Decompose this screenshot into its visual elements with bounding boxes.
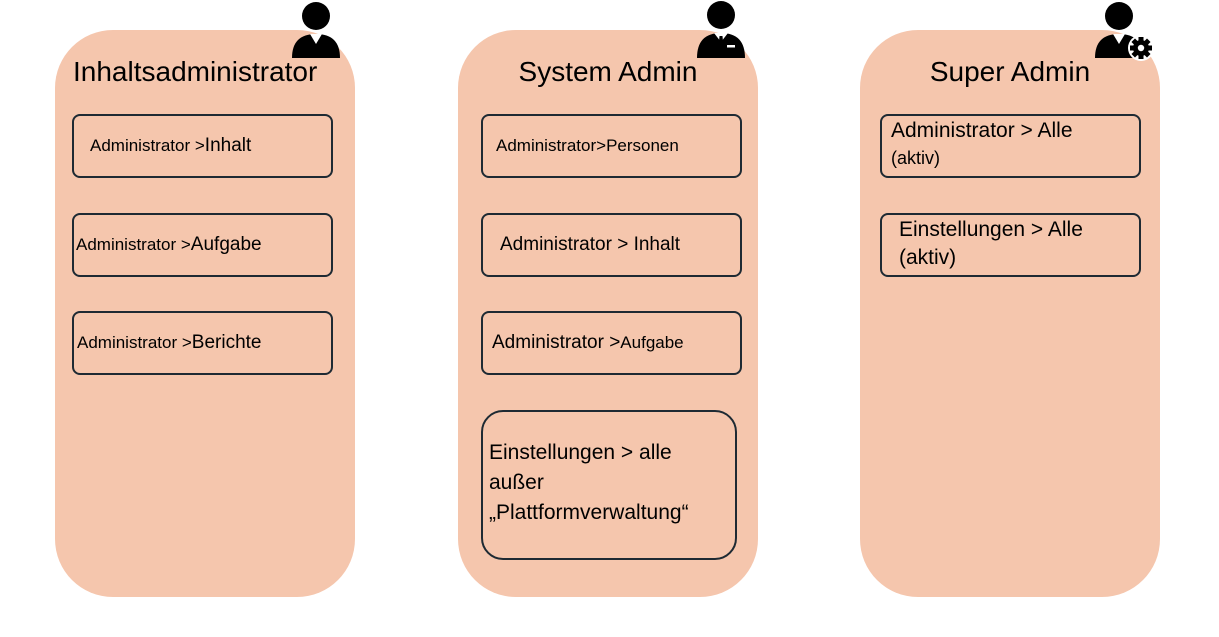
user-gear-icon (1095, 2, 1154, 61)
permission-line: Einstellungen > Alle (899, 218, 1083, 241)
permission-target: Berichte (191, 332, 262, 354)
role-title: System Admin (518, 56, 698, 87)
permission-box: Einstellungen > Alle (aktiv) (880, 213, 1141, 277)
user-icon (292, 2, 340, 58)
role-card-system-admin: System Admin Administrator>Personen Admi… (458, 30, 758, 597)
permission-line: Administrator > Alle (891, 119, 1073, 142)
permission-status: (aktiv) (891, 148, 940, 169)
user-tie-icon (697, 1, 745, 58)
permission-target: Aufgabe (190, 234, 262, 256)
permission-prefix: Administrator > (90, 136, 205, 156)
permission-box: Administrator > Aufgabe (481, 311, 742, 375)
role-title: Super Admin (929, 56, 1091, 87)
permission-box: Administrator > Inhalt (481, 213, 742, 277)
permission-target: Inhalt (204, 135, 252, 157)
permission-prefix: Administrator > (76, 235, 191, 255)
permission-status: (aktiv) (899, 246, 957, 270)
permission-box: Administrator > Inhalt (72, 114, 333, 178)
permission-box: Administrator > Aufgabe (72, 213, 333, 277)
permission-box: Administrator > Alle (aktiv) (880, 114, 1141, 178)
role-title: Inhaltsadministrator (73, 56, 318, 87)
permission-text: Einstellungen > alle außer „Plattformver… (489, 441, 689, 524)
permission-box: Administrator > Berichte (72, 311, 333, 375)
permission-box-settings: Einstellungen > alle außer „Plattformver… (481, 410, 737, 560)
permission-prefix: Administrator>Personen (496, 136, 679, 156)
role-card-super-admin: Super Admin Administrator > Alle (aktiv)… (860, 30, 1160, 597)
permission-target: Administrator > (492, 332, 621, 354)
permission-target: Administrator > Inhalt (500, 234, 681, 256)
role-card-content-admin: Inhaltsadministrator Administrator > Inh… (55, 30, 355, 597)
permission-prefix: Administrator > (77, 333, 192, 353)
permission-suffix: Aufgabe (620, 333, 684, 353)
permission-box: Administrator>Personen (481, 114, 742, 178)
